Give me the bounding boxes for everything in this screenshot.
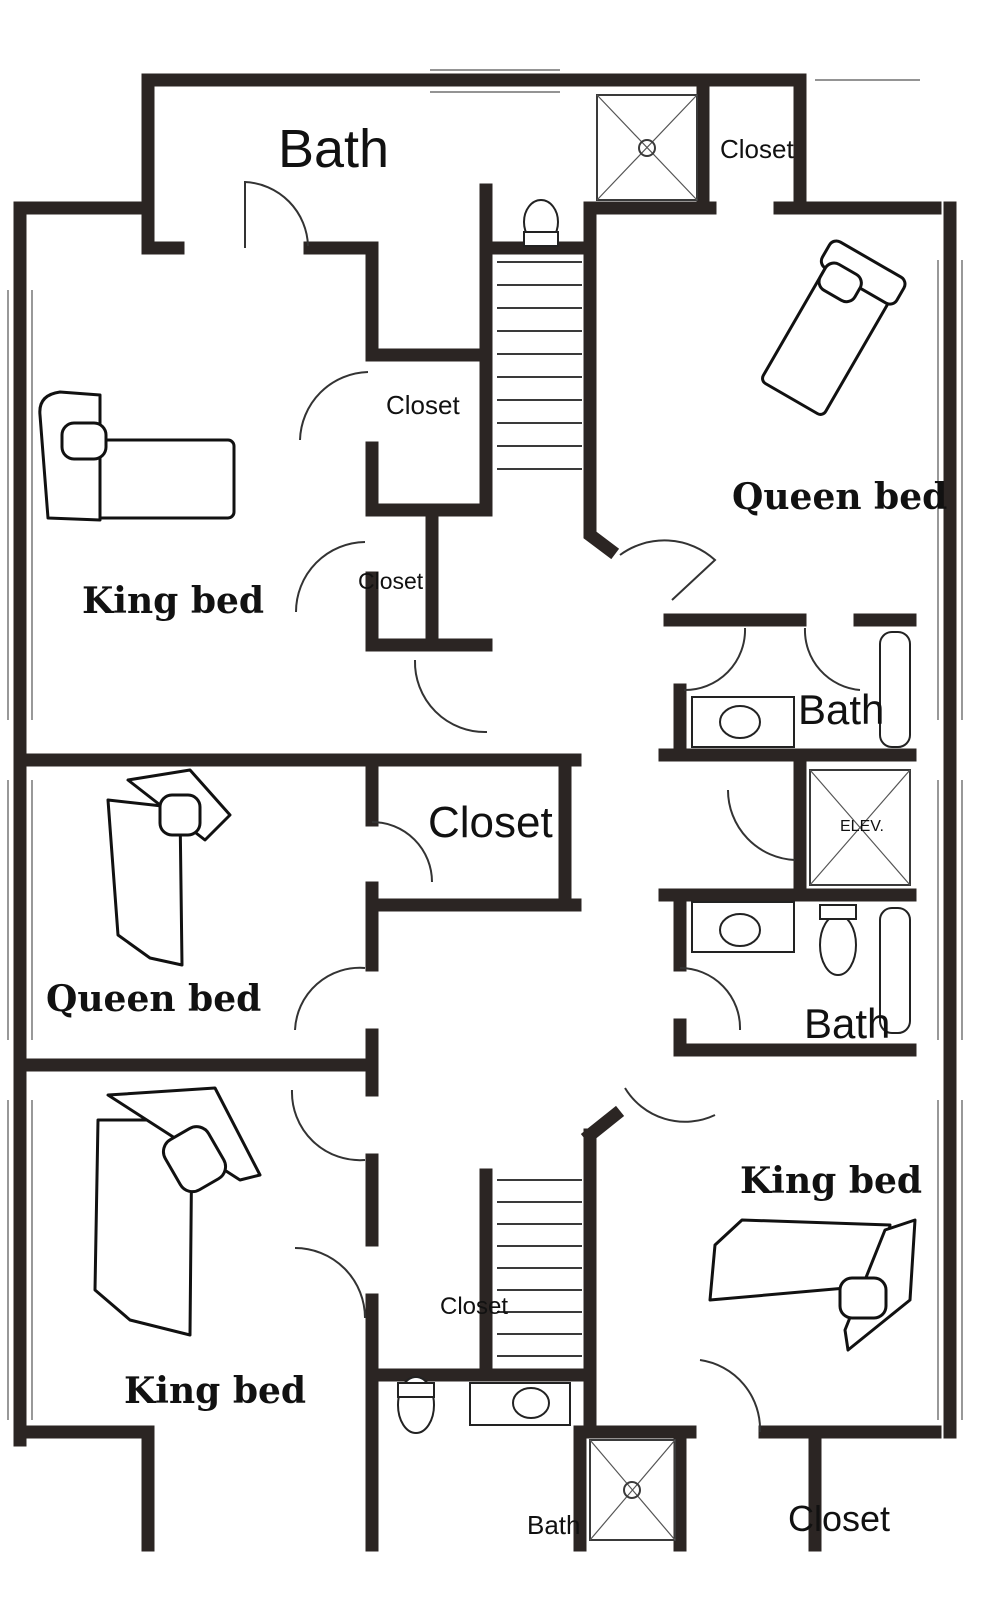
queen-bed-label-mid-left: Queen bed [46, 978, 262, 1020]
window-marks [7, 69, 963, 1420]
closet-label-top-right: Closet [720, 134, 794, 164]
toilet-top [523, 199, 559, 247]
closet-label-bottom-right: Closet [788, 1498, 891, 1539]
king-bed-label-lower-left: King bed [124, 1370, 307, 1412]
toilet-bottom [397, 1376, 435, 1434]
bath-label-mid-upper: Bath [798, 686, 885, 733]
elevator-shaft [809, 769, 911, 886]
king-bed-label-upper-left: King bed [82, 580, 265, 622]
bath-label-mid-lower: Bath [804, 1000, 891, 1047]
elevator-label: ELEV. [840, 818, 884, 835]
king-bed-label-lower-right: King bed [740, 1160, 923, 1202]
bottom-shower [589, 1439, 676, 1541]
bed-icon-upper-right [761, 239, 907, 416]
closet-label-small-mid: Closet [358, 568, 424, 594]
sink-bottom [469, 1382, 571, 1426]
tub-lower [879, 907, 911, 1034]
closet-label-upper-mid: Closet [386, 390, 460, 420]
bed-icon-lower-left [93, 1086, 262, 1337]
bath-label-bottom: Bath [527, 1510, 581, 1540]
tub-upper [879, 631, 911, 748]
sink-upper-bath [691, 696, 795, 748]
toilet-lower-bath [819, 904, 857, 976]
upper-staircase [497, 261, 582, 470]
lower-staircase [497, 1179, 582, 1357]
queen-bed-label-upper-right: Queen bed [732, 476, 948, 518]
top-shower [596, 94, 698, 201]
closet-label-mid-left: Closet [428, 798, 553, 847]
bed-icon-lower-right [708, 1218, 917, 1352]
bed-icon-mid-left [106, 768, 232, 967]
bath-label-top: Bath [278, 119, 390, 179]
sink-lower-bath [691, 901, 795, 953]
closet-label-lower-mid: Closet [440, 1293, 509, 1320]
bed-icon-upper-left [38, 390, 236, 522]
interior-walls [13, 81, 917, 1552]
door-swings [244, 180, 861, 1433]
exterior-walls [13, 73, 957, 1552]
